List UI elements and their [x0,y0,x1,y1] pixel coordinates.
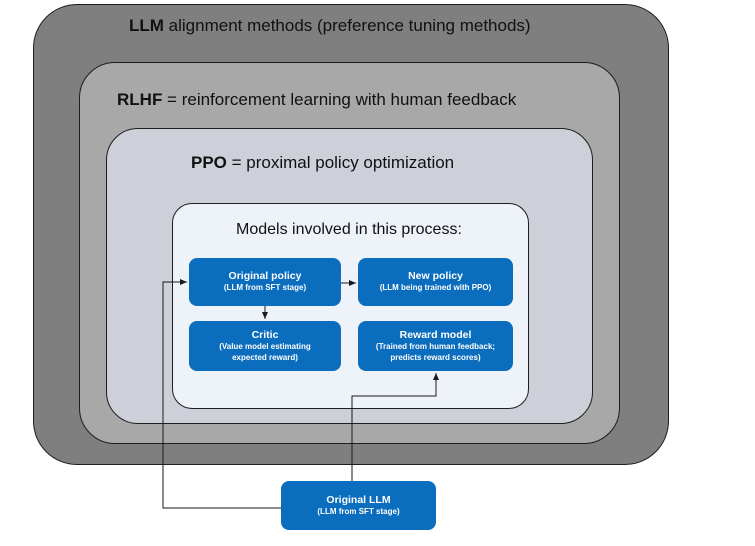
original-policy-node: Original policy (LLM from SFT stage) [189,258,341,306]
original-llm-subtitle: (LLM from SFT stage) [317,506,400,516]
llm-alignment-title: LLM alignment methods (preference tuning… [129,16,531,35]
critic-title: Critic [251,329,279,341]
models-panel [172,203,529,409]
critic-subtitle: (Value model estimating expected reward) [219,342,311,362]
arrow-original-llm-to-original-policy [162,279,281,509]
original-policy-title: Original policy [228,270,302,283]
original-llm-node: Original LLM (LLM from SFT stage) [281,481,436,530]
critic-node: Critic (Value model estimating expected … [189,321,341,371]
rlhf-title: RLHF = reinforcement learning with human… [117,90,517,109]
arrow-original-llm-to-reward-model [351,373,439,481]
models-panel-title: Models involved in this process: [236,221,462,238]
reward-model-node: Reward model (Trained from human feedbac… [358,321,513,371]
new-policy-node: New policy (LLM being trained with PPO) [358,258,513,306]
reward-model-title: Reward model [399,329,472,341]
reward-model-subtitle: (Trained from human feedback; predicts r… [375,342,496,362]
new-policy-subtitle: (LLM being trained with PPO) [379,283,492,293]
new-policy-title: New policy [408,270,463,283]
original-llm-title: Original LLM [326,493,391,506]
ppo-title: PPO = proximal policy optimization [191,153,455,172]
original-policy-subtitle: (LLM from SFT stage) [223,283,307,293]
